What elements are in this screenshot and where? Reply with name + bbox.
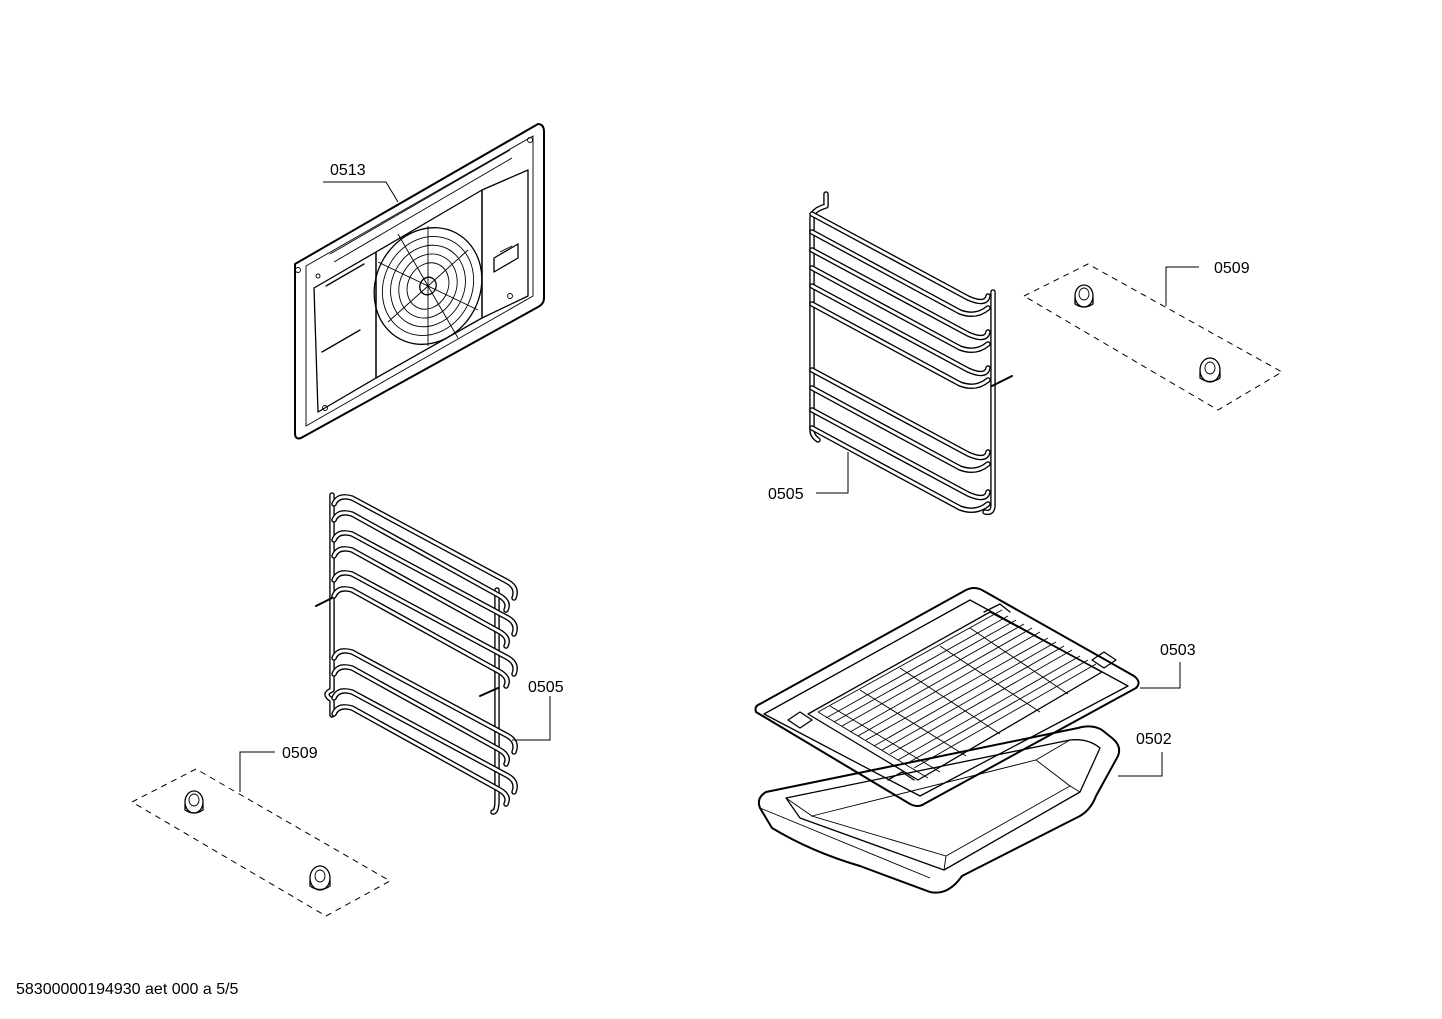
part-labels: 0513 0509 0505 0505 0509 0503 0502: [282, 162, 1250, 762]
part-label-rail-right: 0505: [768, 486, 804, 503]
document-code: 58300000194930 aet 000 a 5/5: [16, 981, 239, 998]
clips-right-illustration: [1022, 263, 1284, 411]
leader-lines: [239, 181, 1199, 792]
part-label-rail-left: 0505: [528, 679, 564, 696]
part-label-clips-left: 0509: [282, 745, 318, 762]
clip-icon: [1074, 284, 1094, 308]
clip-icon: [184, 790, 204, 814]
grid-shelf-illustration: [754, 587, 1140, 807]
shelf-rail-left-illustration: [315, 492, 515, 815]
clip-icon: [1199, 357, 1221, 383]
clip-icon: [309, 865, 331, 891]
part-label-clips-right: 0509: [1214, 260, 1250, 277]
part-label-baking-tray: 0502: [1136, 731, 1172, 748]
part-label-grid-shelf: 0503: [1160, 642, 1196, 659]
part-label-back-panel: 0513: [330, 162, 366, 179]
back-panel-illustration: [294, 123, 545, 440]
shelf-rail-right-illustration: [809, 191, 1013, 516]
clips-left-illustration: [130, 768, 392, 917]
baking-tray-illustration: [757, 725, 1121, 894]
fan-cover-icon: [373, 226, 483, 346]
